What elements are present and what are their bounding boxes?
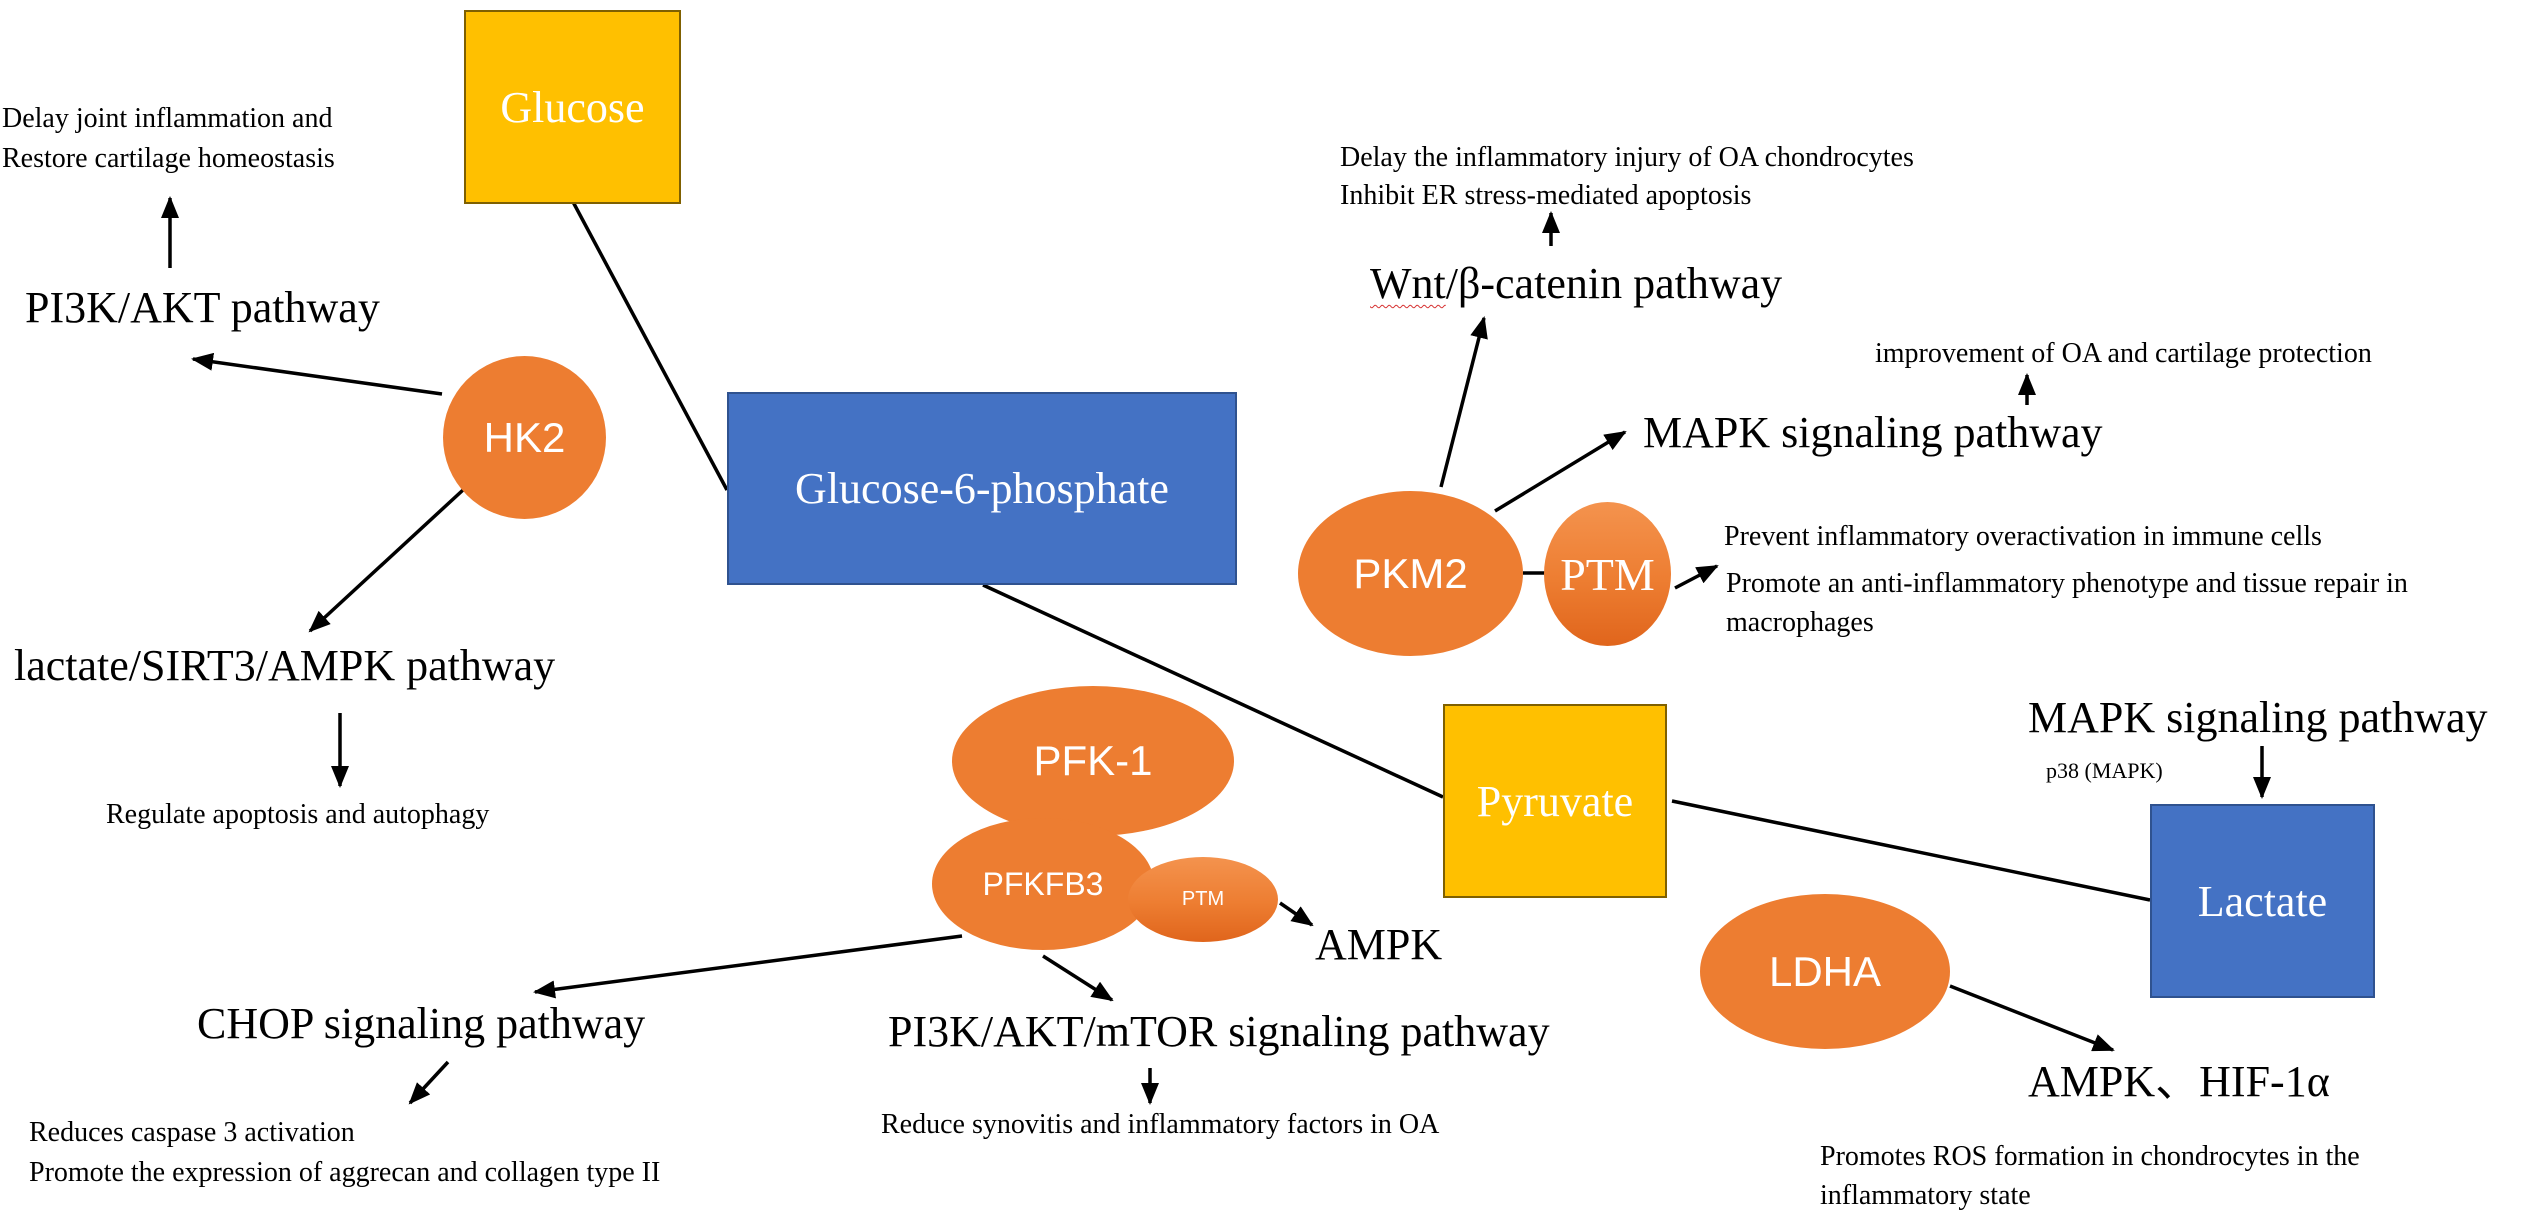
wnt-effect-line2: Inhibit ER stress-mediated apoptosis — [1340, 180, 1752, 211]
ldha-label: LDHA — [1768, 947, 1882, 995]
pkm2-label: PKM2 — [1353, 549, 1468, 597]
chop-effect-line1: Reduces caspase 3 activation — [29, 1117, 355, 1148]
wnt-beta-catenin-pathway: Wnt/β-catenin pathway — [1370, 256, 1782, 311]
glucose-6-phosphate-label: Glucose-6-phosphate — [795, 464, 1169, 513]
hk2-effect-line1: Delay joint inflammation and — [2, 103, 333, 134]
pfkfb3-ptm-node: PTM — [1128, 857, 1278, 942]
arrow-hk2-to-lactate-sirt3 — [308, 488, 465, 633]
chop-signaling-pathway: CHOP signaling pathway — [197, 999, 646, 1048]
arrow-pkm2-to-wnt — [1439, 316, 1488, 488]
wnt-effect-line1: Delay the inflammatory injury of OA chon… — [1340, 142, 1914, 173]
glucose-label: Glucose — [500, 82, 645, 132]
ldha-effect-line2: inflammatory state — [1820, 1180, 2031, 1211]
pi3k-akt-pathway: PI3K/AKT pathway — [25, 283, 380, 332]
ampk-hif1a: AMPK、HIF-1α — [2028, 1057, 2330, 1106]
lactate-sirt3-ampk-pathway: lactate/SIRT3/AMPK pathway — [14, 641, 556, 690]
pkm2-ptm-node: PTM — [1544, 502, 1671, 646]
pyruvate-label: Pyruvate — [1476, 776, 1634, 826]
apoptosis-autophagy-effect: Regulate apoptosis and autophagy — [106, 799, 490, 830]
arrow-ptm-to-effect — [1674, 564, 1719, 590]
pi3k-akt-mtor-pathway: PI3K/AKT/mTOR signaling pathway — [888, 1007, 1550, 1056]
beta-catenin-rest: /β-catenin pathway — [1445, 259, 1783, 308]
pi3k-mtor-effect: Reduce synovitis and inflammatory factor… — [881, 1109, 1440, 1140]
lactate-box: Lactate — [2150, 804, 2375, 998]
ptm-effect-line2: Promote an anti-inflammatory phenotype a… — [1726, 568, 2408, 599]
arrow-ptm-to-ampk — [1279, 901, 1314, 927]
pfkfb3-label: PFKFB3 — [982, 865, 1104, 902]
arrow-ldha-to-ampk-hif — [1949, 984, 2115, 1052]
pfkfb3-ampk: AMPK — [1315, 920, 1443, 969]
chop-effect-line2: Promote the expression of aggrecan and c… — [29, 1157, 661, 1188]
arrow-hk2-to-pi3k — [191, 352, 443, 396]
glucose-6-phosphate-box: Glucose-6-phosphate — [727, 392, 1237, 585]
ldha-node: LDHA — [1700, 894, 1950, 1049]
pfkfb3-node: PFKFB3 — [932, 818, 1154, 950]
link-g6p-pyruvate — [982, 583, 1444, 799]
pkm2-node: PKM2 — [1298, 491, 1523, 656]
pfkfb3-ptm-label: PTM — [1181, 888, 1225, 910]
lactate-mapk-pathway: MAPK signaling pathway — [2028, 693, 2488, 742]
link-glucose-g6p — [570, 199, 729, 491]
hk2-effect-line2: Restore cartilage homeostasis — [2, 143, 335, 174]
ptm-effect-line1: Prevent inflammatory overactivation in i… — [1724, 521, 2322, 552]
ldha-effect-line1: Promotes ROS formation in chondrocytes i… — [1820, 1141, 2360, 1172]
arrow-pfkfb3-to-chop — [533, 934, 963, 999]
lactate-label: Lactate — [2197, 876, 2328, 926]
pfk1-label: PFK-1 — [1033, 737, 1153, 784]
hk2-label: HK2 — [483, 413, 566, 461]
link-pyruvate-lactate — [1671, 799, 2151, 902]
pkm2-mapk-pathway: MAPK signaling pathway — [1643, 408, 2103, 457]
pfk1-node: PFK-1 — [952, 686, 1234, 836]
arrow-pkm2-to-mapk — [1494, 430, 1627, 513]
arrow-chop-to-effect — [408, 1060, 450, 1105]
pyruvate-box: Pyruvate — [1443, 704, 1667, 898]
p38-mapk-label: p38 (MAPK) — [2046, 758, 2163, 783]
ptm-effect-line3: macrophages — [1726, 607, 1874, 638]
pkm2-ptm-label: PTM — [1560, 548, 1655, 600]
glucose-box: Glucose — [464, 10, 681, 204]
hk2-node: HK2 — [443, 356, 606, 519]
wnt-word: Wnt — [1370, 259, 1446, 308]
arrow-pfkfb3-to-pi3k-mtor — [1042, 954, 1114, 1002]
mapk-effect: improvement of OA and cartilage protecti… — [1875, 338, 2372, 369]
